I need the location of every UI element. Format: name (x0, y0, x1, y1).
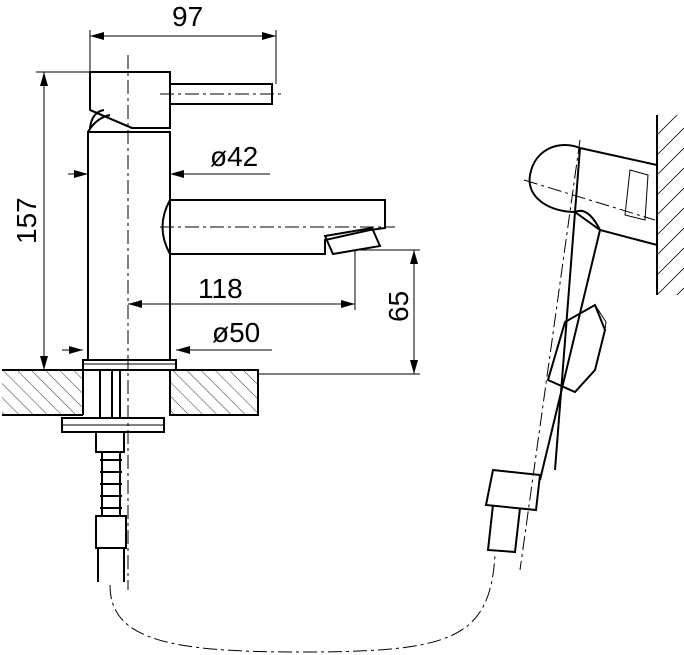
countertop (2, 369, 259, 416)
dim-diameter-50: ø50 (212, 317, 260, 348)
faucet-body (82, 71, 386, 371)
hand-shower (484, 144, 658, 554)
dim-65: 65 (383, 291, 414, 322)
dimension-lines (36, 30, 420, 375)
wall (656, 115, 684, 295)
mounting-assembly (61, 370, 165, 582)
hose-line (109, 554, 496, 653)
dim-97: 97 (172, 1, 203, 32)
dim-diameter-42: ø42 (210, 141, 258, 172)
dim-157: 157 (11, 197, 42, 244)
centerlines (127, 55, 656, 590)
dim-118: 118 (198, 273, 243, 304)
